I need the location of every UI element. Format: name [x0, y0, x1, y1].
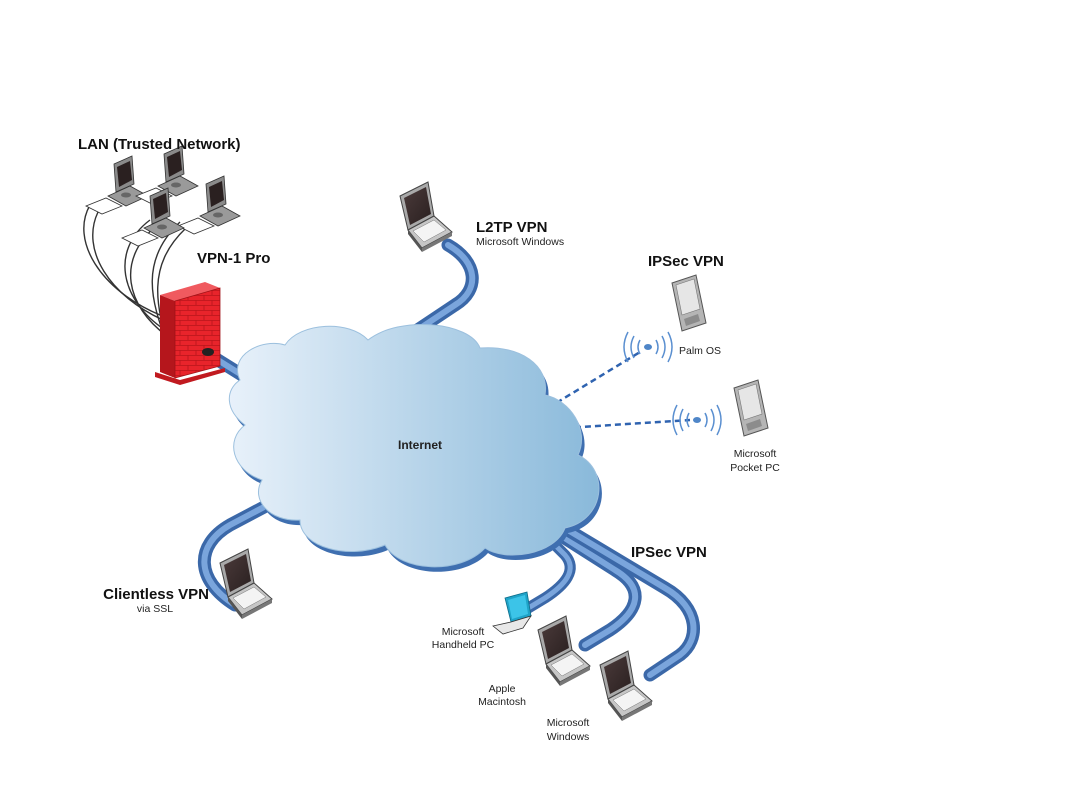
clientless-subtitle: via SSL	[137, 603, 173, 615]
l2tp-title: L2TP VPN	[476, 219, 547, 236]
handheld-pc-label-line1: Microsoft	[442, 626, 485, 638]
palm-pda-icon	[671, 274, 707, 332]
clientless-title: Clientless VPN	[103, 586, 209, 603]
windows-label-line2: Windows	[547, 731, 590, 743]
palm-os-label: Palm OS	[679, 345, 721, 357]
mac-laptop-icon	[537, 615, 591, 687]
handheld-pc-label-line2: Handheld PC	[432, 639, 495, 651]
ipsec-wireless-title: IPSec VPN	[648, 253, 724, 270]
firewall	[155, 282, 225, 385]
windows-label-line1: Microsoft	[547, 717, 590, 729]
lan-workstations	[85, 145, 241, 247]
windows-laptop-icon	[599, 650, 653, 722]
wireless-links	[547, 350, 691, 430]
mac-label-line1: Apple	[489, 683, 516, 695]
connection-pipes	[197, 238, 700, 682]
l2tp-subtitle: Microsoft Windows	[476, 236, 564, 248]
clientless-laptop-icon	[219, 548, 273, 620]
mac-label-line2: Macintosh	[478, 696, 526, 708]
ipsec-wired-title: IPSec VPN	[631, 544, 707, 561]
handheld-pc-icon	[492, 591, 532, 635]
internet-cloud: Internet	[228, 323, 602, 572]
lan-title: LAN (Trusted Network)	[78, 136, 241, 153]
cloud-label: Internet	[398, 438, 442, 452]
pocket-pc-label-line2: Pocket PC	[730, 462, 780, 474]
wireless-signal-icon	[672, 404, 722, 436]
pocket-pc-label-line1: Microsoft	[734, 448, 777, 460]
pocket-pc-pda-icon	[733, 379, 769, 437]
workstation-icon	[85, 155, 149, 215]
firewall-title: VPN-1 Pro	[197, 250, 270, 267]
wireless-signal-icon	[623, 331, 673, 363]
